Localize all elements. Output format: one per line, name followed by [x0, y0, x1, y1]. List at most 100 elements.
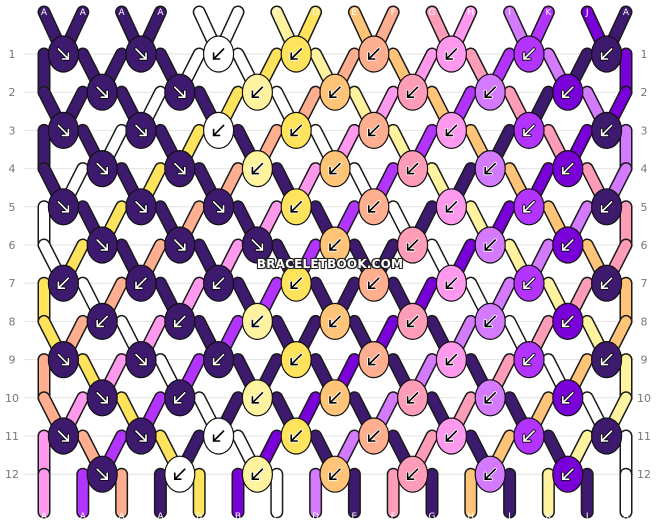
bottom-thread-label: I	[508, 512, 511, 522]
top-thread-label: K	[545, 8, 552, 18]
arrow-down-left-icon	[212, 353, 226, 367]
arrow-down-right-icon	[212, 200, 226, 214]
arrow-down-left-icon	[250, 85, 264, 99]
top-thread-label: B	[235, 8, 241, 18]
row-number-left: 9	[9, 354, 16, 367]
arrow-down-left-icon	[95, 314, 109, 328]
watermark: BRACELETBOOK.COM	[256, 257, 404, 271]
arrow-down-left-icon	[406, 238, 420, 252]
arrow-down-left-icon	[522, 200, 536, 214]
arrow-down-right-icon	[56, 123, 71, 137]
bottom-thread-label: A	[623, 512, 630, 522]
row-number-right: 9	[641, 354, 648, 367]
arrow-down-left-icon	[212, 47, 226, 61]
top-thread-label: B	[196, 8, 202, 18]
arrow-down-left-icon	[173, 391, 187, 405]
row-number-left: 2	[9, 86, 16, 99]
top-thread-label: A	[80, 8, 87, 18]
arrow-down-left-icon	[367, 429, 381, 443]
arrow-down-left-icon	[483, 85, 497, 99]
row-number-left: 3	[9, 124, 16, 137]
arrow-down-left-icon	[444, 429, 458, 443]
arrow-down-left-icon	[173, 314, 187, 328]
arrow-down-right-icon	[134, 200, 148, 214]
arrow-down-right-icon	[173, 85, 187, 99]
arrow-down-left-icon	[289, 123, 303, 137]
arrow-down-left-icon	[173, 467, 187, 481]
arrow-down-right-icon	[134, 353, 148, 367]
arrow-down-right-icon	[250, 238, 264, 252]
row-number-right: 1	[641, 48, 648, 61]
arrow-down-left-icon	[250, 162, 264, 176]
arrow-down-left-icon	[444, 123, 458, 137]
arrow-down-left-icon	[328, 162, 342, 176]
arrow-down-left-icon	[367, 276, 381, 290]
bottom-thread-label: H	[467, 512, 474, 522]
arrow-down-left-icon	[406, 314, 420, 328]
bottom-thread-label: C	[274, 512, 280, 522]
bottom-thread-label: B	[196, 512, 202, 522]
top-thread-label: A	[119, 8, 126, 18]
arrow-down-left-icon	[599, 200, 614, 214]
row-number-right: 10	[637, 392, 651, 405]
arrow-down-left-icon	[289, 47, 303, 61]
arrow-down-right-icon	[134, 47, 148, 61]
row-number-left: 4	[9, 163, 16, 176]
row-number-left: 8	[9, 315, 16, 328]
arrow-down-left-icon	[561, 467, 575, 481]
row-number-right: 11	[637, 430, 651, 443]
bottom-thread-label: B	[235, 512, 241, 522]
row-number-left: 5	[9, 201, 16, 214]
row-number-left: 7	[9, 277, 16, 290]
knot-grid	[47, 35, 623, 493]
row-number-left: 10	[5, 392, 19, 405]
arrow-down-left-icon	[599, 123, 614, 137]
arrow-down-left-icon	[328, 467, 342, 481]
row-number-left: 1	[9, 48, 16, 61]
arrow-down-right-icon	[134, 429, 148, 443]
arrow-down-left-icon	[483, 467, 497, 481]
bottom-thread-label: D	[312, 512, 319, 522]
arrow-down-left-icon	[561, 238, 575, 252]
arrow-down-left-icon	[250, 467, 264, 481]
bottom-thread-label: K	[545, 512, 552, 522]
arrow-down-left-icon	[289, 429, 303, 443]
top-thread-label: E	[352, 8, 358, 18]
arrow-down-left-icon	[522, 353, 536, 367]
arrow-down-left-icon	[483, 238, 497, 252]
arrow-down-left-icon	[406, 391, 420, 405]
arrow-down-right-icon	[95, 85, 109, 99]
arrow-down-right-icon	[95, 391, 109, 405]
arrow-down-left-icon	[561, 162, 575, 176]
bottom-thread-label: G	[429, 512, 436, 522]
arrow-down-left-icon	[367, 200, 381, 214]
arrow-down-left-icon	[56, 276, 71, 290]
arrow-down-left-icon	[289, 200, 303, 214]
top-thread-label: H	[467, 8, 474, 18]
arrow-down-right-icon	[95, 467, 109, 481]
bottom-thread-label: A	[41, 512, 48, 522]
top-thread-label: G	[429, 8, 436, 18]
arrow-down-left-icon	[444, 200, 458, 214]
arrow-down-right-icon	[173, 162, 187, 176]
arrow-down-right-icon	[95, 162, 109, 176]
arrow-down-left-icon	[212, 123, 226, 137]
row-number-right: 3	[641, 124, 648, 137]
arrow-down-left-icon	[599, 276, 614, 290]
arrow-down-left-icon	[561, 391, 575, 405]
arrow-down-left-icon	[250, 314, 264, 328]
arrow-down-left-icon	[367, 353, 381, 367]
arrow-down-left-icon	[522, 429, 536, 443]
row-number-left: 11	[5, 430, 19, 443]
arrow-down-left-icon	[522, 276, 536, 290]
arrow-down-left-icon	[522, 123, 536, 137]
row-number-left: 6	[9, 239, 16, 252]
arrow-down-left-icon	[599, 47, 614, 61]
arrow-down-right-icon	[95, 238, 109, 252]
arrow-down-left-icon	[483, 391, 497, 405]
bottom-thread-label: A	[80, 512, 87, 522]
arrow-down-left-icon	[483, 162, 497, 176]
arrow-down-left-icon	[134, 276, 148, 290]
